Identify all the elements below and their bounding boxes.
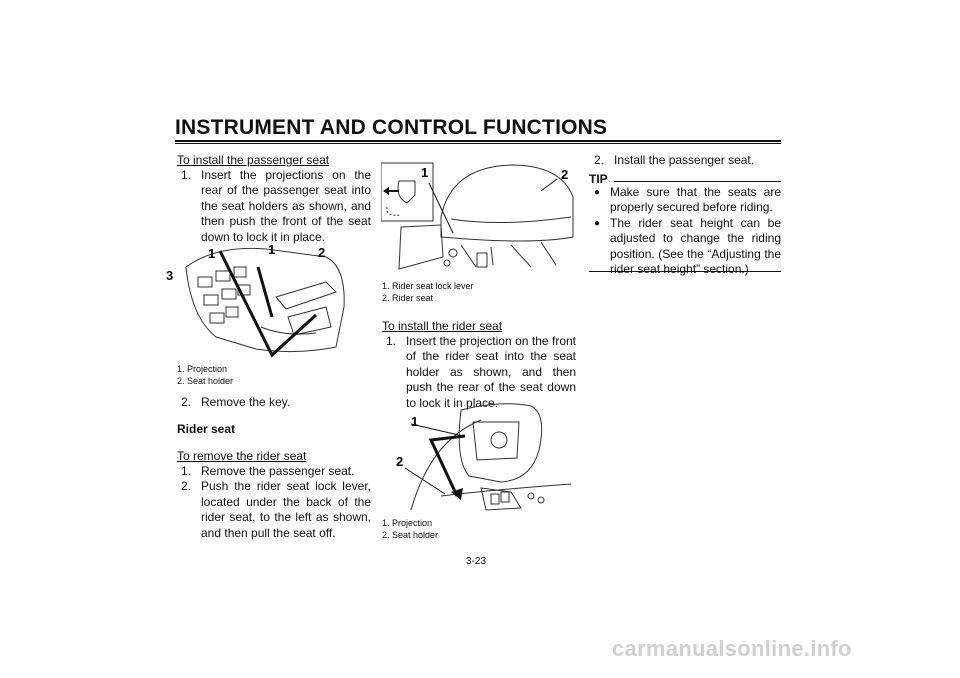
figure-caption: 1. Projection — [382, 518, 433, 528]
bullet-icon: ● — [594, 217, 601, 229]
figure-caption: 2. Rider seat — [382, 293, 434, 303]
figure-callout: 1 — [411, 414, 418, 429]
tip-bottom-rule — [589, 271, 781, 272]
bullet-text: The rider seat height can be adjusted to… — [610, 215, 781, 277]
header-rule — [175, 140, 781, 142]
watermark: carmanualsonline.info — [612, 636, 852, 661]
remove-rider-heading: To remove the rider seat — [177, 449, 307, 463]
figure-callout: 2 — [318, 245, 325, 260]
step-number: 1. — [181, 168, 192, 182]
figure-callout: 2 — [561, 167, 568, 182]
step-item: 1. Remove the passenger seat. — [181, 464, 371, 479]
step-item: 2. Push the rider seat lock lever, locat… — [181, 479, 371, 541]
remove-rider-steps: 1. Remove the passenger seat. 2. Push th… — [181, 464, 371, 541]
step-text: Remove the passenger seat. — [201, 464, 355, 478]
step-text: Push the rider seat lock lever, located … — [201, 479, 371, 540]
rider-seat-heading: Rider seat — [177, 422, 236, 436]
figure-callout: 2 — [396, 454, 403, 469]
tip-label: TIP — [589, 172, 608, 186]
install-passenger-step: 2. Install the passenger seat. — [594, 153, 784, 168]
install-passenger-steps: 1. Insert the projections on the rear of… — [181, 168, 371, 245]
figure-caption: 2. Seat holder — [177, 376, 234, 386]
step-text: Remove the key. — [201, 395, 291, 409]
header-rule-thin — [175, 143, 781, 144]
page-title: INSTRUMENT AND CONTROL FUNCTIONS — [175, 116, 608, 139]
chapter-tab: 3 — [166, 268, 174, 283]
figure-callout: 1 — [208, 246, 215, 261]
figure-caption: 2. Seat holder — [382, 530, 439, 540]
tip-bullets: ● Make sure that the seats are properly … — [594, 185, 781, 277]
step-item: 2. Install the passenger seat. — [594, 153, 784, 168]
remove-key-step: 2. Remove the key. — [181, 395, 371, 410]
list-item: ● Make sure that the seats are properly … — [594, 185, 781, 216]
rider-seat-figure: 1 2 — [381, 162, 574, 270]
step-item: 1. Insert the projection on the front of… — [386, 334, 576, 411]
step-number: 2. — [181, 395, 192, 409]
figure-caption: 1. Projection — [177, 364, 228, 374]
install-passenger-heading: To install the passenger seat — [177, 153, 330, 167]
step-text: Insert the projection on the front of th… — [406, 334, 576, 410]
figure-callout: 1 — [268, 242, 275, 257]
passenger-seat-figure: 1 1 2 — [185, 242, 345, 358]
figure-caption: 1. Rider seat lock lever — [382, 281, 474, 291]
bullet-icon: ● — [594, 187, 601, 198]
rider-seat-install-figure: 1 2 — [396, 403, 572, 511]
step-item: 1. Insert the projections on the rear of… — [181, 168, 371, 245]
step-item: 2. Remove the key. — [181, 395, 371, 410]
step-text: Install the passenger seat. — [614, 153, 755, 167]
tip-top-rule — [614, 181, 781, 182]
figure-callout: 1 — [421, 165, 428, 180]
step-number: 2. — [181, 479, 192, 494]
bullet-text: Make sure that the seats are properly se… — [610, 185, 781, 215]
step-number: 2. — [594, 153, 605, 167]
step-number: 1. — [181, 464, 192, 478]
install-rider-steps: 1. Insert the projection on the front of… — [386, 334, 576, 411]
list-item: ● The rider seat height can be adjusted … — [594, 216, 781, 278]
page-number: 3-23 — [466, 556, 487, 567]
step-number: 1. — [386, 334, 397, 348]
step-text: Insert the projections on the rear of th… — [201, 168, 371, 244]
install-rider-heading: To install the rider seat — [382, 319, 503, 333]
